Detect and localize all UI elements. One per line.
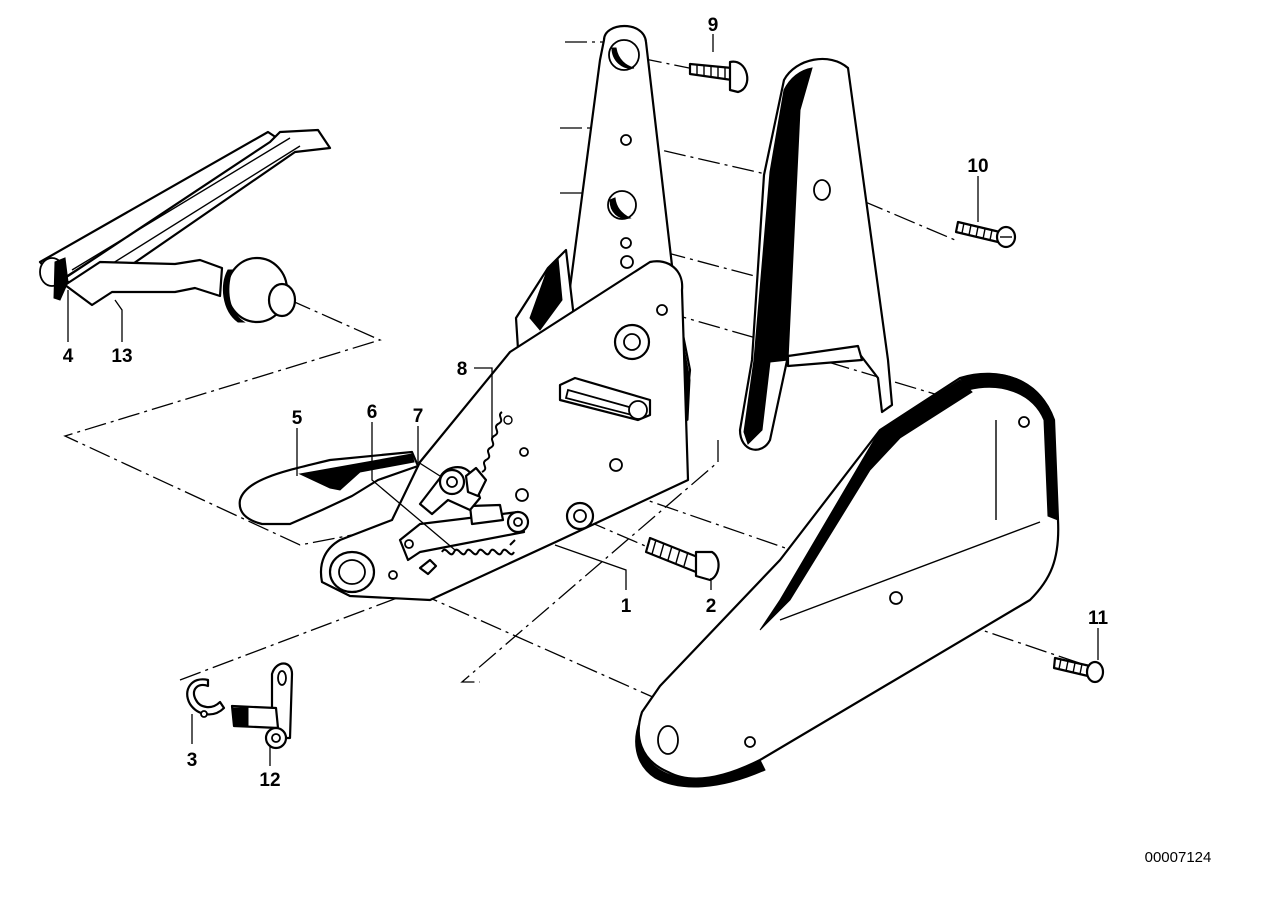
callout-11: 11 xyxy=(1088,608,1109,629)
callout-5: 5 xyxy=(292,408,303,429)
latch-lever-part-12 xyxy=(230,662,294,750)
seatback-bracket xyxy=(738,57,894,451)
release-handle-part-5 xyxy=(238,450,420,526)
callout-labels: 9 10 8 5 6 7 4 13 1 2 11 3 12 xyxy=(63,15,1109,791)
callout-9: 9 xyxy=(708,15,719,36)
screw-part-11 xyxy=(1052,656,1105,684)
callout-2: 2 xyxy=(706,596,717,617)
screw-part-9 xyxy=(688,60,749,94)
callout-12: 12 xyxy=(259,770,280,791)
callout-7: 7 xyxy=(413,406,424,427)
callout-8: 8 xyxy=(457,359,468,380)
callout-1: 1 xyxy=(621,596,632,617)
callout-4: 4 xyxy=(63,346,74,367)
crank-rod-part-13 xyxy=(38,128,332,324)
pawl-part-7 xyxy=(418,466,488,516)
spring-part-8 xyxy=(481,411,513,473)
callout-3: 3 xyxy=(187,750,198,771)
callout-10: 10 xyxy=(967,156,988,177)
circlip-part-3 xyxy=(186,678,226,718)
side-cover xyxy=(635,372,1060,788)
callout-6: 6 xyxy=(367,402,378,423)
callout-13: 13 xyxy=(111,346,132,367)
leader-lines xyxy=(67,34,1099,766)
screw-part-10 xyxy=(954,220,1017,249)
bolt-part-2 xyxy=(644,536,720,582)
hinge-plate-part-1 xyxy=(319,25,692,602)
catalog-number: 00007124 xyxy=(1145,849,1212,866)
